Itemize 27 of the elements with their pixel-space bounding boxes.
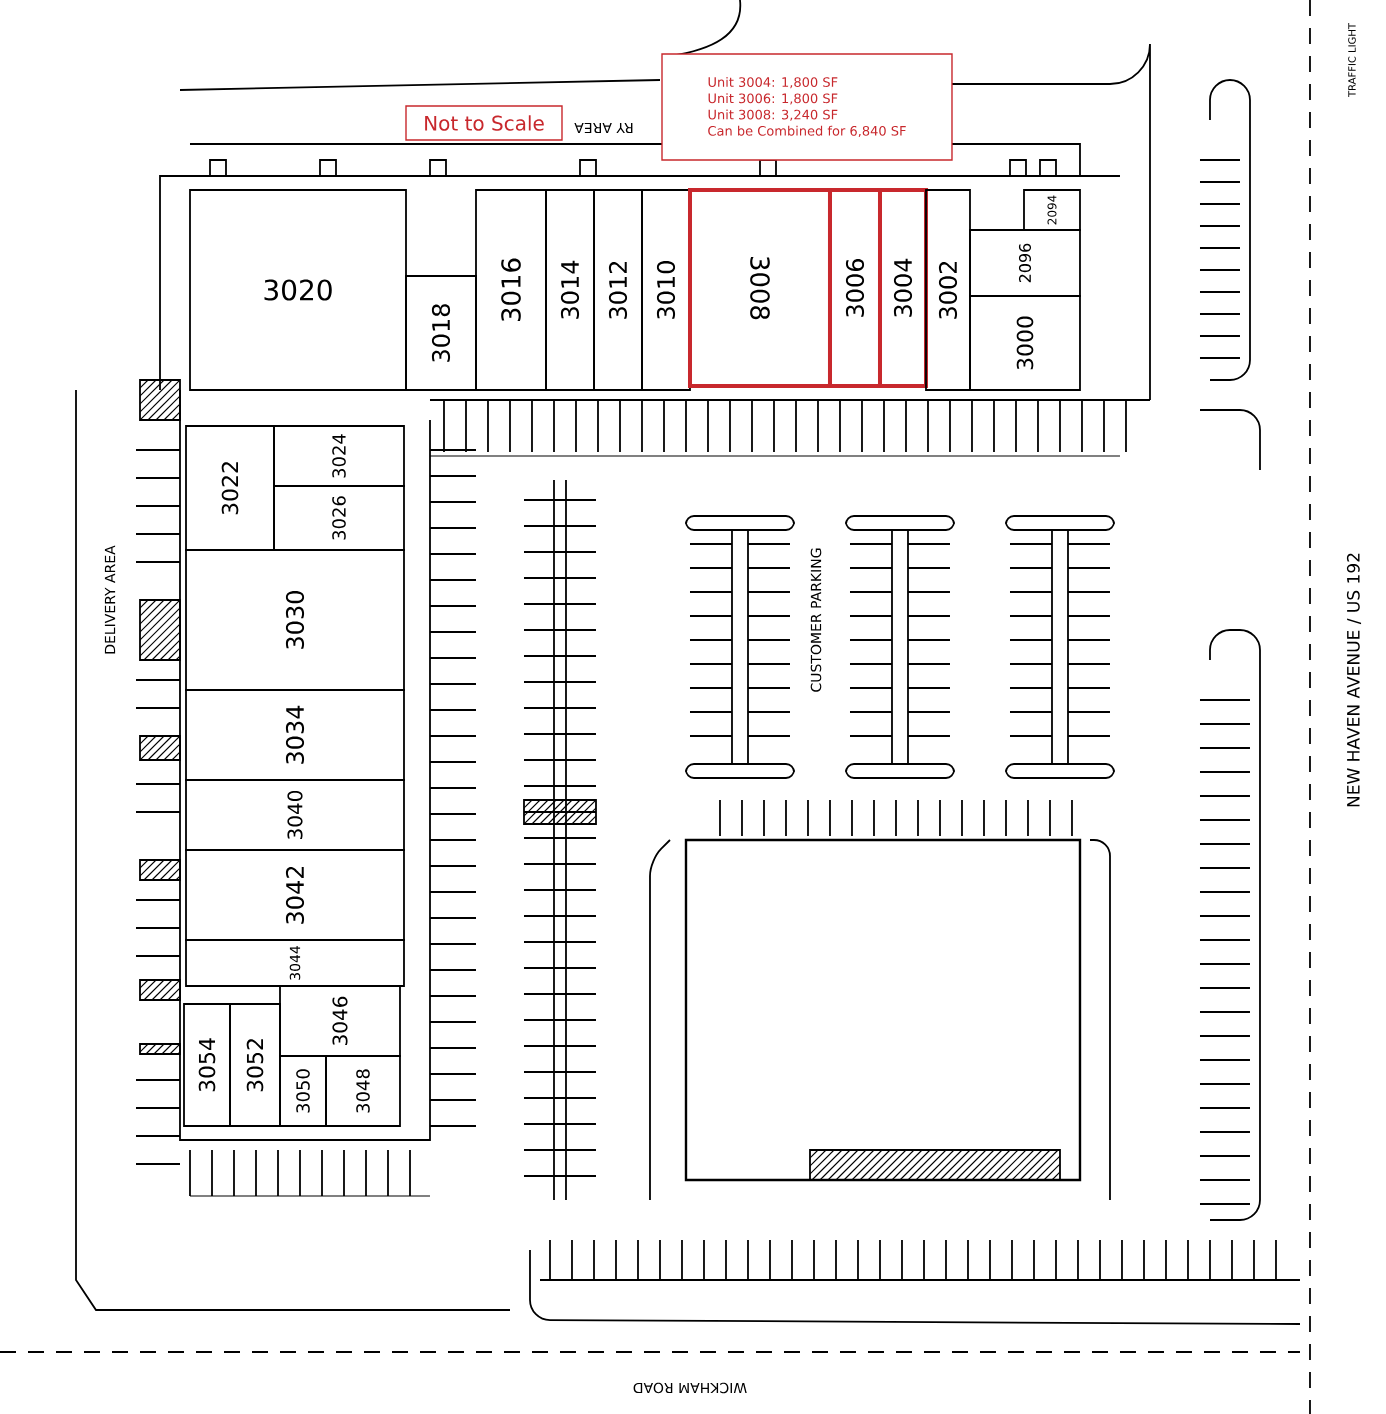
store-unit: 3010 <box>641 189 691 391</box>
store-unit: 3018 <box>405 275 477 391</box>
store-unit: 3020 <box>189 189 407 391</box>
highlighted-unit: 3008 <box>688 188 832 388</box>
store-building <box>684 838 1082 1182</box>
store-unit: 3002 <box>925 189 971 391</box>
highlighted-unit: 3004 <box>878 188 928 388</box>
store-unit: 3050 <box>279 1055 327 1127</box>
store-unit: 3054 <box>183 1003 231 1127</box>
store-unit: 3042 <box>185 849 405 941</box>
highlighted-unit: 3006 <box>828 188 882 388</box>
store-unit: 3024 <box>273 425 405 487</box>
store-unit: 3052 <box>229 1003 281 1127</box>
note-box: Not to Scale <box>405 105 563 141</box>
store-unit: 3012 <box>593 189 643 391</box>
store-unit: 3016 <box>475 189 547 391</box>
store-unit: 3034 <box>185 689 405 781</box>
store-unit: 3026 <box>273 485 405 551</box>
store-unit: 3014 <box>545 189 595 391</box>
store-unit: 3040 <box>185 779 405 851</box>
road-label: NEW HAVEN AVENUE / US 192 <box>1344 550 1364 810</box>
store-unit: 3046 <box>279 985 401 1057</box>
store-unit: 3000 <box>969 295 1081 391</box>
store-unit: 3048 <box>325 1055 401 1127</box>
store-unit: 2096 <box>969 229 1081 297</box>
store-unit: 3022 <box>185 425 275 551</box>
store-unit: 3030 <box>185 549 405 691</box>
